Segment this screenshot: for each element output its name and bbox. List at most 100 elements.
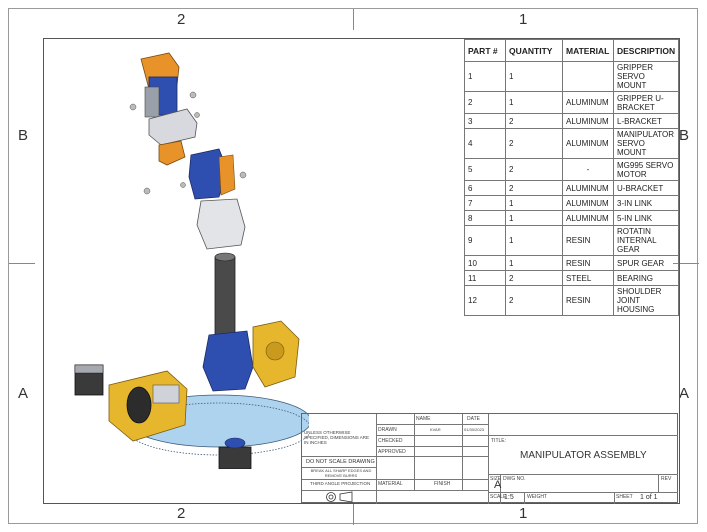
zone-label-right-b: B (679, 127, 690, 144)
screw-icon (239, 171, 247, 179)
bom-description: U-BRACKET (612, 180, 680, 196)
shoulder-joint-housing (202, 330, 254, 392)
bom-description: MG995 SERVO MOTOR (612, 158, 680, 181)
no-scale-note: DO NOT SCALE DRAWING (306, 459, 375, 465)
stepper-motor-bottom (218, 446, 252, 469)
bom-material: ALUMINUM (562, 91, 614, 114)
bom-quantity: 2 (505, 113, 563, 129)
approved-label: APPROVED (378, 449, 406, 455)
finish-label: FINISH (434, 481, 451, 487)
size-value: A (494, 479, 502, 491)
bom-material: ALUMINUM (562, 210, 614, 226)
bom-material: RESIN (562, 255, 614, 271)
bom-quantity: 2 (505, 128, 563, 159)
checked-label: CHECKED (378, 438, 403, 444)
bom-part-number: 11 (464, 270, 506, 286)
bom-material: RESIN (562, 225, 614, 256)
sheet-label: SHEET (616, 494, 633, 500)
bom-quantity: 2 (505, 285, 563, 316)
zone-divider-left (9, 263, 35, 264)
dwg-no-label: DWG NO. (503, 476, 526, 482)
bom-material: ALUMINUM (562, 195, 614, 211)
bom-part-number: 12 (464, 285, 506, 316)
material-label: MATERIAL (378, 481, 403, 487)
zone-divider-right (673, 263, 699, 264)
title-label: TITLE: (491, 438, 507, 444)
screw-icon (129, 103, 137, 111)
scale-label: SCALE (490, 494, 507, 500)
zone-label-left-a: A (18, 385, 29, 402)
bom-quantity: 2 (505, 158, 563, 181)
bom-part-number: 5 (464, 158, 506, 181)
projection-label: THIRD ANGLE PROJECTION (310, 481, 371, 486)
third-angle-projection-icon (326, 491, 353, 503)
zone-label-right-a: A (679, 385, 690, 402)
bom-quantity: 1 (505, 195, 563, 211)
bom-header-quantity: QUANTITY (505, 39, 563, 62)
zone-label-top-2: 2 (177, 11, 186, 28)
bom-part-number: 8 (464, 210, 506, 226)
bom-header-description: DESCRIPTION (612, 39, 680, 62)
date-header: DATE (467, 416, 480, 422)
zone-label-top-1: 1 (519, 11, 528, 28)
bom-material: RESIN (562, 285, 614, 316)
zone-label-bottom-1: 1 (519, 505, 528, 522)
scale-value: 1:5 (504, 494, 514, 501)
manipulator-servo (188, 148, 228, 200)
link-rod-top (214, 252, 236, 262)
break-edges-note: BREAK ALL SHARP EDGES AND REMOVE BURRS (310, 468, 372, 478)
bom-description: BEARING (612, 270, 680, 286)
bom-description: L-BRACKET (612, 113, 680, 129)
screw-icon (189, 91, 197, 99)
bom-description: 3-IN LINK (612, 195, 680, 211)
bom-part-number: 9 (464, 225, 506, 256)
bom-material: ALUMINUM (562, 128, 614, 159)
drawing-sheet: 2 1 2 1 B A B A (8, 8, 699, 525)
name-header: NAME (416, 416, 431, 422)
zone-label-left-b: B (18, 127, 29, 144)
spur-gear (126, 386, 152, 424)
drawn-name: KVAR (430, 427, 441, 432)
screw-icon (180, 182, 186, 188)
bom-part-number: 6 (464, 180, 506, 196)
bom-part-number: 4 (464, 128, 506, 159)
bom-material: - (562, 158, 614, 181)
servo-mount (218, 154, 236, 196)
bom-quantity: 1 (505, 91, 563, 114)
bom-description: GRIPPER U-BRACKET (612, 91, 680, 114)
gripper-jaw (144, 86, 160, 118)
bom-material: ALUMINUM (562, 180, 614, 196)
rev-label: REV (661, 476, 672, 482)
dimensions-note: UNLESS OTHERWISE SPECIFIED, DIMENSIONS A… (304, 430, 370, 445)
bom-material: ALUMINUM (562, 113, 614, 129)
gripper-u-bracket (148, 108, 198, 146)
u-bracket (196, 198, 246, 250)
bom-header-material: MATERIAL (562, 39, 614, 62)
motor-gear (224, 437, 246, 449)
zone-label-bottom-2: 2 (177, 505, 186, 522)
stepper-motor-left-cap (74, 364, 104, 374)
bom-quantity: 2 (505, 270, 563, 286)
screw-icon (143, 187, 151, 195)
bom-part-number: 7 (464, 195, 506, 211)
bom-quantity: 1 (505, 210, 563, 226)
screw-icon (194, 112, 200, 118)
link-rod (214, 256, 236, 338)
l-bracket (158, 140, 186, 166)
weight-label: WEIGHT (527, 494, 547, 500)
bom-description: SHOULDER JOINT HOUSING (612, 285, 680, 316)
bom-quantity: 2 (505, 180, 563, 196)
bom-quantity: 1 (505, 61, 563, 92)
size-label: SIZE (490, 476, 502, 482)
bom-header-row: PART # QUANTITY MATERIAL DESCRIPTION (464, 39, 680, 62)
bom-material: STEEL (562, 270, 614, 286)
